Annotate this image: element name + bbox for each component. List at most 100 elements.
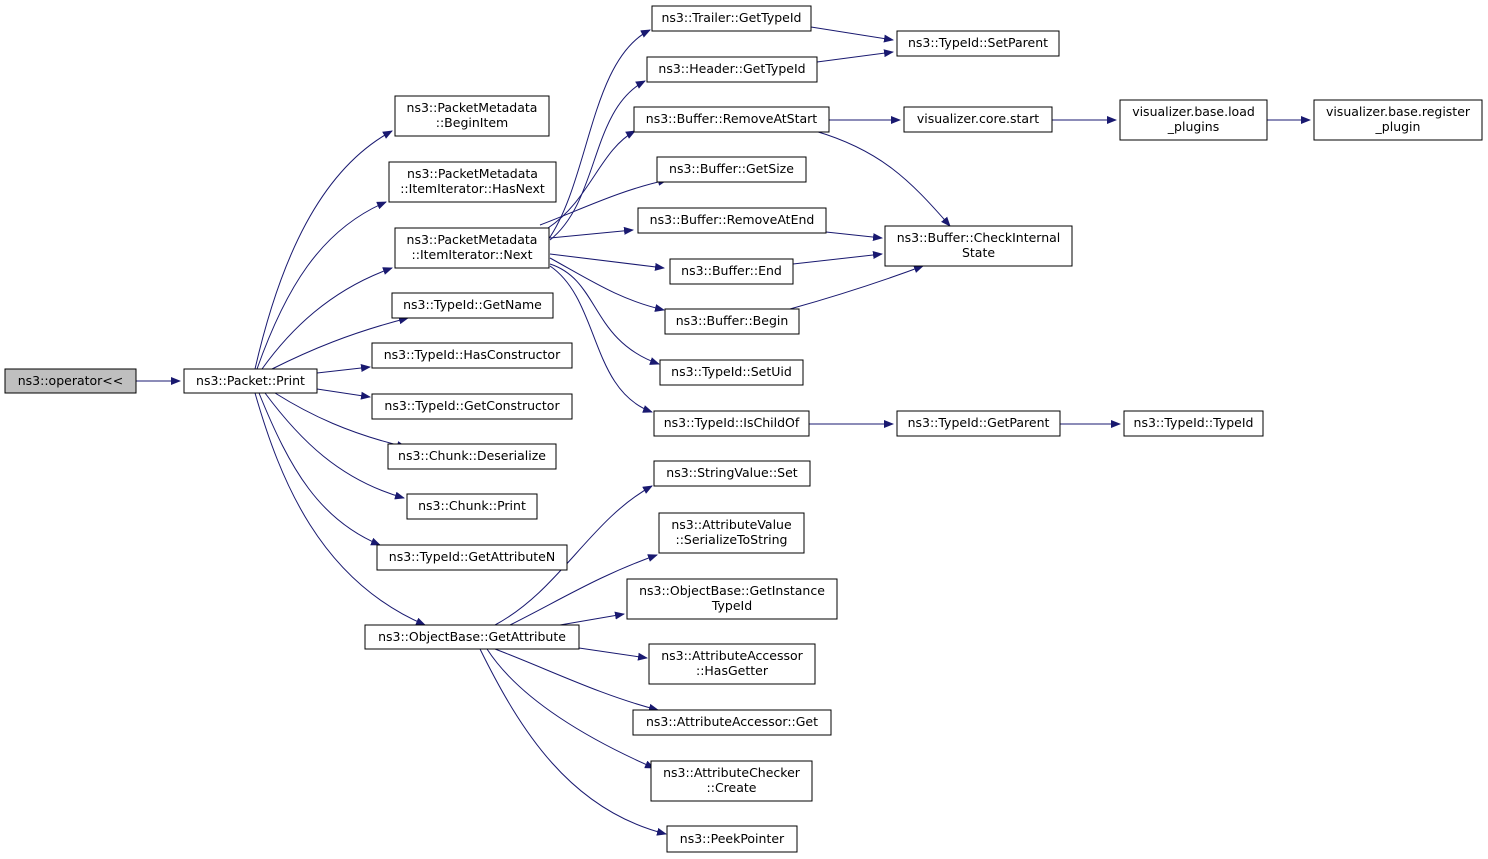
node-buf-removeatend[interactable]: ns3::Buffer::RemoveAtEnd [637,207,827,234]
nodes: ns3::operator<< ns3::Packet::Print ns3::… [4,5,1483,853]
node-buf-begin[interactable]: ns3::Buffer::Begin [664,308,800,335]
node-header-gettypeid[interactable]: ns3::Header::GetTypeId [646,56,818,83]
edge-header-to-setparent [816,49,894,63]
node-label: ns3::Header::GetTypeId [658,61,805,76]
node-label: ns3::PacketMetadata [407,232,538,247]
node-label: State [962,245,995,260]
node-pm-next[interactable]: ns3::PacketMetadata ::ItemIterator::Next [394,227,550,269]
node-pm-hasnext[interactable]: ns3::PacketMetadata ::ItemIterator::HasN… [388,161,557,203]
node-tid-ischildof[interactable]: ns3::TypeId::IsChildOf [653,410,810,437]
node-vis-core-start[interactable]: visualizer.core.start [903,106,1053,133]
node-buf-removeatstart[interactable]: ns3::Buffer::RemoveAtStart [633,106,830,133]
node-label: ns3::TypeId::SetUid [671,364,792,379]
node-label: visualizer.base.load [1132,104,1255,119]
node-buf-end[interactable]: ns3::Buffer::End [669,258,794,285]
node-label: TypeId [711,598,752,613]
node-ob-getinstancetypeid[interactable]: ns3::ObjectBase::GetInstance TypeId [626,578,838,620]
edge-end-to-checkint [792,251,883,265]
node-label: ns3::TypeId::GetAttributeN [389,549,555,564]
edge-pm-next-to-ischild [549,265,653,413]
edge-ob-to-hasgetter [578,647,648,661]
edge-ob-to-ac-create [486,648,655,769]
node-label: ::SerializeToString [676,532,788,547]
node-peekpointer[interactable]: ns3::PeekPointer [666,825,798,853]
node-label: ns3::Buffer::GetSize [669,161,794,176]
node-av-serializetostring[interactable]: ns3::AttributeValue ::SerializeToString [658,512,805,554]
node-tid-getparent[interactable]: ns3::TypeId::GetParent [896,410,1061,437]
node-tid-getattributen[interactable]: ns3::TypeId::GetAttributeN [376,544,568,571]
node-tid-getcons[interactable]: ns3::TypeId::GetConstructor [371,393,573,420]
node-label: visualizer.core.start [917,111,1039,126]
node-tid-getname[interactable]: ns3::TypeId::GetName [391,292,554,319]
node-sv-set[interactable]: ns3::StringValue::Set [653,460,811,487]
node-chunk-deserialize[interactable]: ns3::Chunk::Deserialize [387,443,557,470]
node-label: ns3::Chunk::Print [418,498,526,513]
node-packet-print[interactable]: ns3::Packet::Print [183,368,318,394]
edge-print-to-pm-next [261,267,393,370]
node-label: ns3::TypeId::TypeId [1134,415,1254,430]
node-label: visualizer.base.register [1326,104,1471,119]
node-ob-getattribute[interactable]: ns3::ObjectBase::GetAttribute [364,624,580,650]
node-tid-hascons[interactable]: ns3::TypeId::HasConstructor [371,342,573,369]
node-label: _plugins [1167,119,1219,134]
node-label: ns3::AttributeAccessor::Get [646,714,818,729]
edge-print-to-tid-hascons [316,364,371,374]
node-label: ns3::Trailer::GetTypeId [662,10,802,25]
node-label: ::HasGetter [696,663,769,678]
node-label: ns3::StringValue::Set [666,465,797,480]
edge-remstart-to-checkint [814,130,951,227]
node-label: ns3::Packet::Print [196,373,305,388]
edge-trailer-to-setparent [810,26,894,43]
node-trailer-gettypeid[interactable]: ns3::Trailer::GetTypeId [651,5,812,32]
node-label: ns3::AttributeAccessor [661,648,803,663]
edge-print-to-tid-getattrn [258,392,381,546]
node-label: ns3::PacketMetadata [407,100,538,115]
node-tid-setparent[interactable]: ns3::TypeId::SetParent [896,30,1060,57]
node-label: ::Create [707,780,757,795]
edge-pm-next-to-remend [549,226,634,239]
node-chunk-print[interactable]: ns3::Chunk::Print [406,493,538,520]
edge-ob-to-av-ser [509,554,658,626]
node-aa-get[interactable]: ns3::AttributeAccessor::Get [632,709,832,736]
edge-print-to-pm-hasnext [256,201,387,370]
node-buf-getsize[interactable]: ns3::Buffer::GetSize [656,156,807,183]
node-label: ns3::TypeId::HasConstructor [384,347,561,362]
node-label: ns3::operator<< [18,373,124,388]
edge-print-to-chunk-print [264,392,405,500]
edge-ob-to-sv-set [494,485,653,626]
node-ac-create[interactable]: ns3::AttributeChecker ::Create [650,760,813,802]
node-label: ::ItemIterator::HasNext [400,181,545,196]
edge-print-to-chunk-deser [274,392,407,449]
node-label: ns3::Buffer::End [681,263,782,278]
node-vis-load-plugins[interactable]: visualizer.base.load _plugins [1119,99,1268,141]
node-label: ::BeginItem [436,115,508,130]
node-label: ns3::ObjectBase::GetAttribute [378,629,566,644]
node-label: ns3::Chunk::Deserialize [398,448,546,463]
edge-pm-next-to-end [549,253,665,271]
edge-ob-to-getinst [559,611,625,626]
node-label: ns3::TypeId::IsChildOf [664,415,800,430]
node-label: ns3::Buffer::CheckInternal [897,230,1061,245]
node-label: ns3::AttributeChecker [663,765,801,780]
node-label: ns3::TypeId::GetName [403,297,542,312]
node-operator[interactable]: ns3::operator<< [4,368,137,394]
edge-ob-to-peekpointer [479,648,667,836]
edge-print-to-tid-getcons [316,388,371,400]
edge-pm-next-to-remstart [547,130,636,229]
node-pm-beginitem[interactable]: ns3::PacketMetadata ::BeginItem [394,95,550,137]
edge-print-to-pm-begin [254,130,393,370]
node-label: ns3::AttributeValue [671,517,792,532]
edge-begin-to-checkint [789,265,924,310]
edge-pm-next-to-begin [549,257,665,312]
node-buf-checkinternalstate[interactable]: ns3::Buffer::CheckInternal State [884,225,1073,267]
node-tid-typeid[interactable]: ns3::TypeId::TypeId [1123,410,1264,437]
node-label: ns3::TypeId::SetParent [908,35,1048,50]
node-vis-register-plugin[interactable]: visualizer.base.register _plugin [1313,99,1483,141]
node-tid-setuid[interactable]: ns3::TypeId::SetUid [659,359,804,386]
node-label: ns3::PeekPointer [680,831,785,846]
node-label: ns3::ObjectBase::GetInstance [639,583,825,598]
node-label: ns3::PacketMetadata [407,166,538,181]
node-aa-hasgetter[interactable]: ns3::AttributeAccessor ::HasGetter [648,643,816,685]
edge-ob-to-aa-get [494,648,659,712]
